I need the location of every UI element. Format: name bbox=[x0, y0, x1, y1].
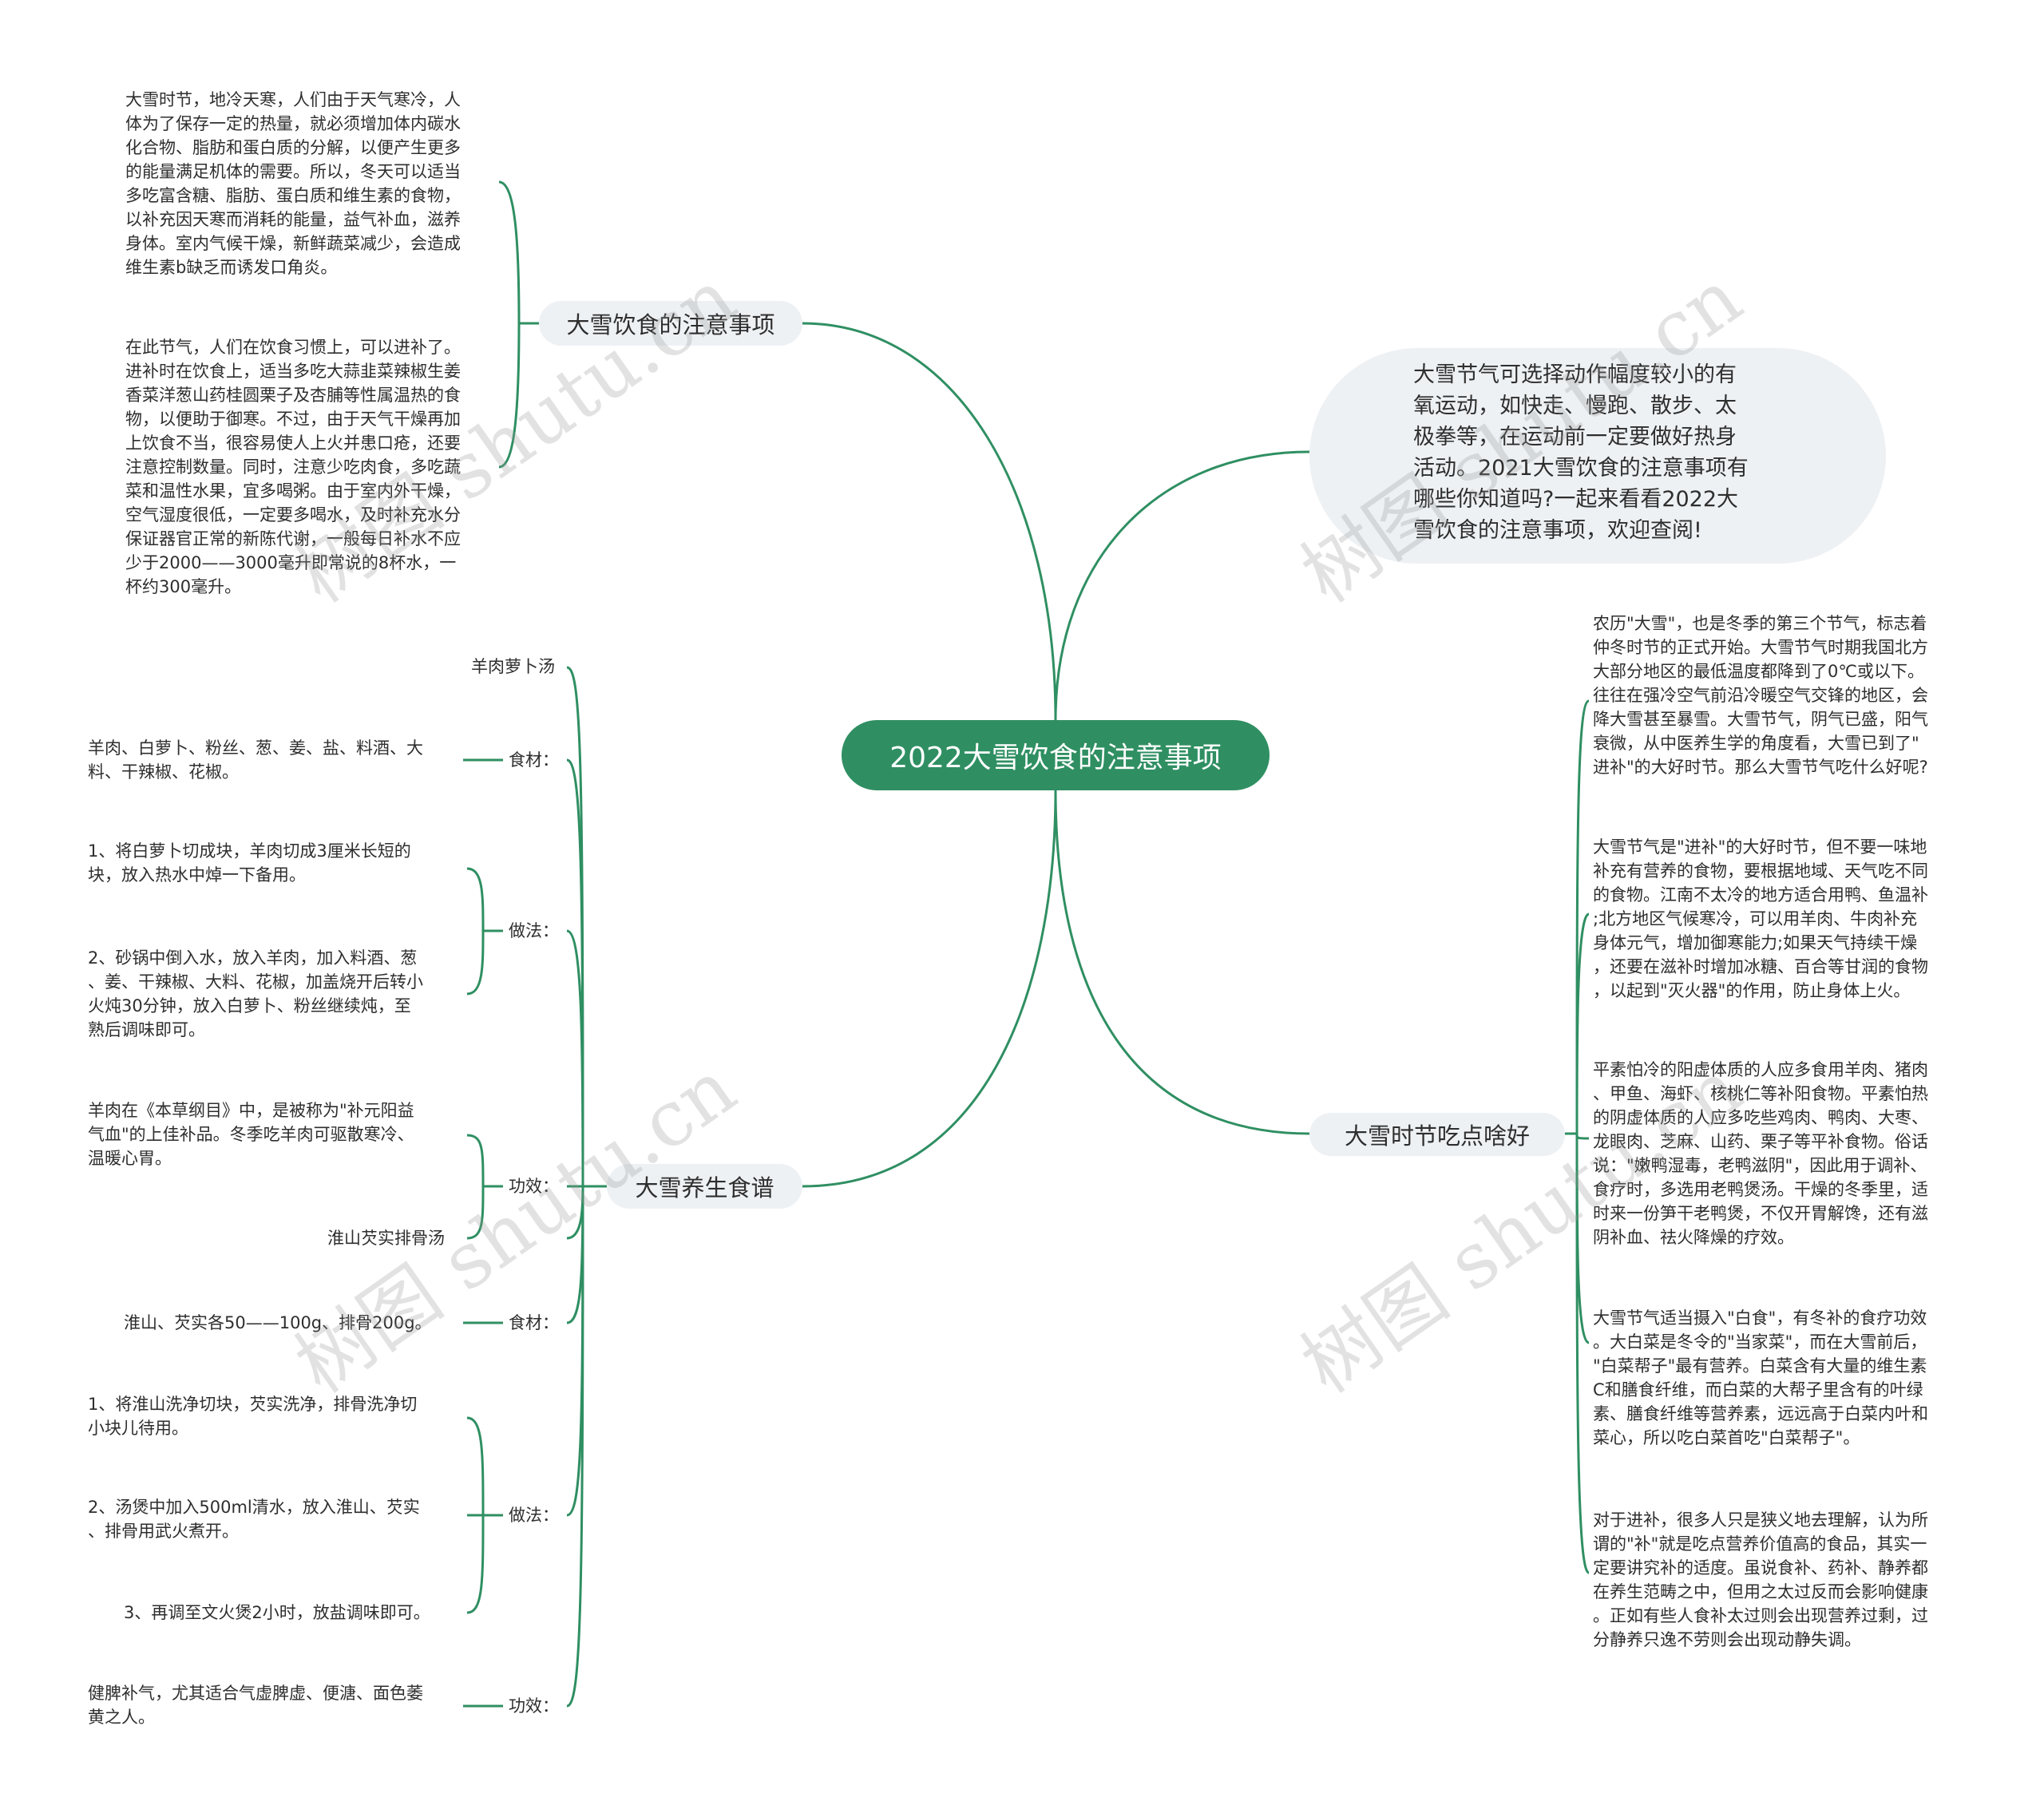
branch-diet-notes[interactable]: 大雪饮食的注意事项 bbox=[539, 301, 802, 346]
root-title: 2022大雪饮食的注意事项 bbox=[889, 742, 1222, 774]
recipe-2-step-3: 3、再调至文火煲2小时，放盐调味即可。 bbox=[124, 1603, 430, 1622]
recipe-1-step-2: 2、砂锅中倒入水，放入羊肉，加入料酒、葱 、姜、干辣椒、大料、花椒，加盖烧开后转… bbox=[88, 948, 423, 1039]
recipe-1-step-1: 1、将白萝卜切成块，羊肉切成3厘米长短的 块，放入热水中焯一下备用。 bbox=[88, 841, 411, 885]
diet-note-2: 在此节气，人们在饮食习惯上，可以进补了。 进补时在饮食上，适当多吃大蒜韭菜辣椒生… bbox=[125, 338, 461, 596]
eat-note-3: 平素怕冷的阳虚体质的人应多食用羊肉、猪肉 、甲鱼、海虾、核桃仁等补阳食物。平素怕… bbox=[1593, 1060, 1928, 1247]
diet-note-1: 大雪时节，地冷天寒，人们由于天气寒冷，人 体为了保存一定的热量，就必须增加体内碳… bbox=[125, 90, 461, 277]
eat-note-1: 农历"大雪"，也是冬季的第三个节气，标志着 仲冬时节的正式开始。大雪节气时期我国… bbox=[1593, 614, 1928, 777]
recipe-2-effect: 健脾补气，尤其适合气虚脾虚、便溏、面色萎 黄之人。 bbox=[88, 1684, 423, 1727]
eat-note-5: 对于进补，很多人只是狭义地去理解，认为所 谓的"补"就是吃点营养价值高的食品，其… bbox=[1593, 1510, 1928, 1649]
recipe-2-ingredients: 淮山、芡实各50——100g、排骨200g。 bbox=[124, 1313, 432, 1332]
recipe-1-ingredients: 羊肉、白萝卜、粉丝、葱、姜、盐、料酒、大 料、干辣椒、花椒。 bbox=[88, 738, 423, 782]
recipe-1-method-label: 做法： bbox=[509, 921, 559, 940]
recipe-1-effect-label: 功效： bbox=[509, 1177, 559, 1196]
recipe-2-ingredients-label: 食材： bbox=[509, 1313, 559, 1332]
recipe-2-method-label: 做法： bbox=[509, 1506, 559, 1525]
root-topic[interactable]: 2022大雪饮食的注意事项 bbox=[842, 720, 1270, 790]
recipe-1-ingredients-label: 食材： bbox=[509, 750, 559, 770]
eat-note-4: 大雪节气适当摄入"白食"，有冬补的食疗功效 。大白菜是冬令的"当家菜"，而在大雪… bbox=[1593, 1308, 1928, 1447]
summary-text: 大雪节气可选择动作幅度较小的有 氧运动，如快走、慢跑、散步、太 极拳等，在运动前… bbox=[1413, 362, 1749, 543]
eat-note-2: 大雪节气是"进补"的大好时节，但不要一味地 补充有营养的食物，要根据地域、天气吃… bbox=[1593, 837, 1928, 1000]
recipe-1-name: 羊肉萝卜汤 bbox=[471, 657, 555, 676]
recipe-2-effect-label: 功效： bbox=[509, 1696, 559, 1716]
branch-recipes[interactable]: 大雪养生食谱 bbox=[607, 1164, 802, 1209]
recipe-2-name: 淮山芡实排骨汤 bbox=[327, 1229, 445, 1248]
branch-recipes-label: 大雪养生食谱 bbox=[635, 1174, 774, 1201]
branch-diet-label: 大雪饮食的注意事项 bbox=[566, 311, 775, 338]
recipe-2-step-1: 1、将淮山洗净切块，芡实洗净，排骨洗净切 小块儿待用。 bbox=[88, 1395, 418, 1438]
recipe-2-step-2: 2、汤煲中加入500ml清水，放入淮山、芡实 、排骨用武火煮开。 bbox=[88, 1498, 420, 1541]
summary-bubble[interactable] bbox=[1309, 348, 1886, 564]
branch-eat-label: 大雪时节吃点啥好 bbox=[1344, 1122, 1530, 1150]
branch-what-to-eat[interactable]: 大雪时节吃点啥好 bbox=[1309, 1113, 1565, 1156]
recipe-1-effect: 羊肉在《本草纲目》中，是被称为"补元阳益 气血"的上佳补品。冬季吃羊肉可驱散寒冷… bbox=[88, 1101, 414, 1168]
